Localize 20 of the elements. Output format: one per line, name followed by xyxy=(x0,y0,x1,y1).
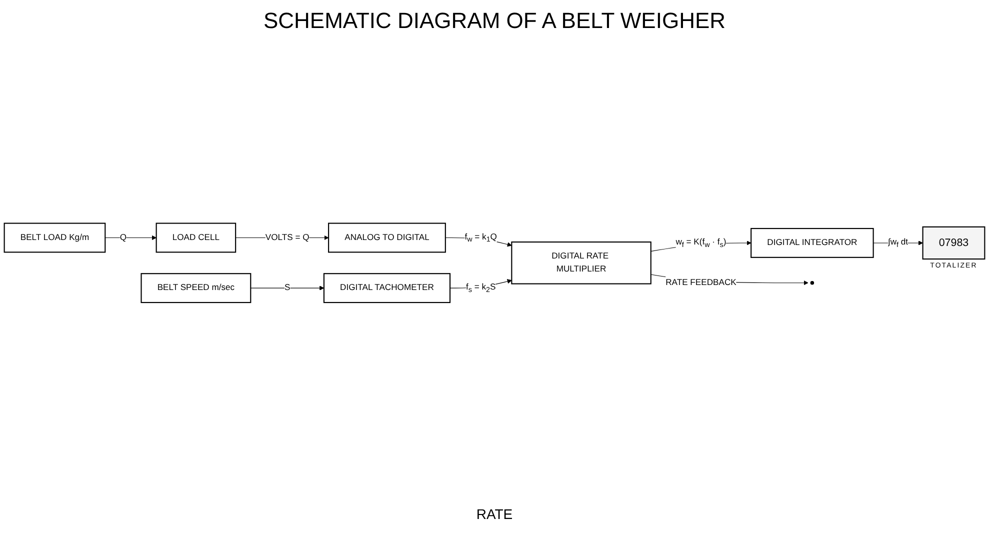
node-box: DIGITAL INTEGRATOR xyxy=(750,228,874,258)
edge-label: ∫w$_{f}$ dt xyxy=(888,238,908,248)
edge-label: S xyxy=(284,283,290,292)
diagram-title: SCHEMATIC DIAGRAM OF A BELT WEIGHER xyxy=(262,8,727,34)
edge-label: w$_{f}$ = K(f$_{w}$ · f$_{s}$) xyxy=(676,238,726,248)
edge-label: Q xyxy=(120,232,127,242)
edge-label: f$_{s}$ = k$_{2}$S xyxy=(466,282,496,294)
edge-label: f$_{w}$ = k$_{1}$Q xyxy=(464,232,497,244)
node-box: 07983 xyxy=(922,226,986,260)
node-box: DIGITAL RATE MULTIPLIER xyxy=(511,242,652,284)
node-box: DIGITAL TACHOMETER xyxy=(323,273,451,304)
node-box: LOAD CELL xyxy=(156,222,236,253)
arrow xyxy=(104,235,157,240)
arrow xyxy=(250,286,324,290)
edge-label: VOLTS = Q xyxy=(265,232,310,242)
edge-label: RATE FEEDBACK xyxy=(666,278,736,288)
node-box: BELT LOAD Kg/m xyxy=(4,222,106,253)
signal-label: RATE xyxy=(476,506,513,522)
node-box: ANALOG TO DIGITAL xyxy=(328,222,446,253)
node-box: BELT SPEED m/sec xyxy=(140,273,252,304)
